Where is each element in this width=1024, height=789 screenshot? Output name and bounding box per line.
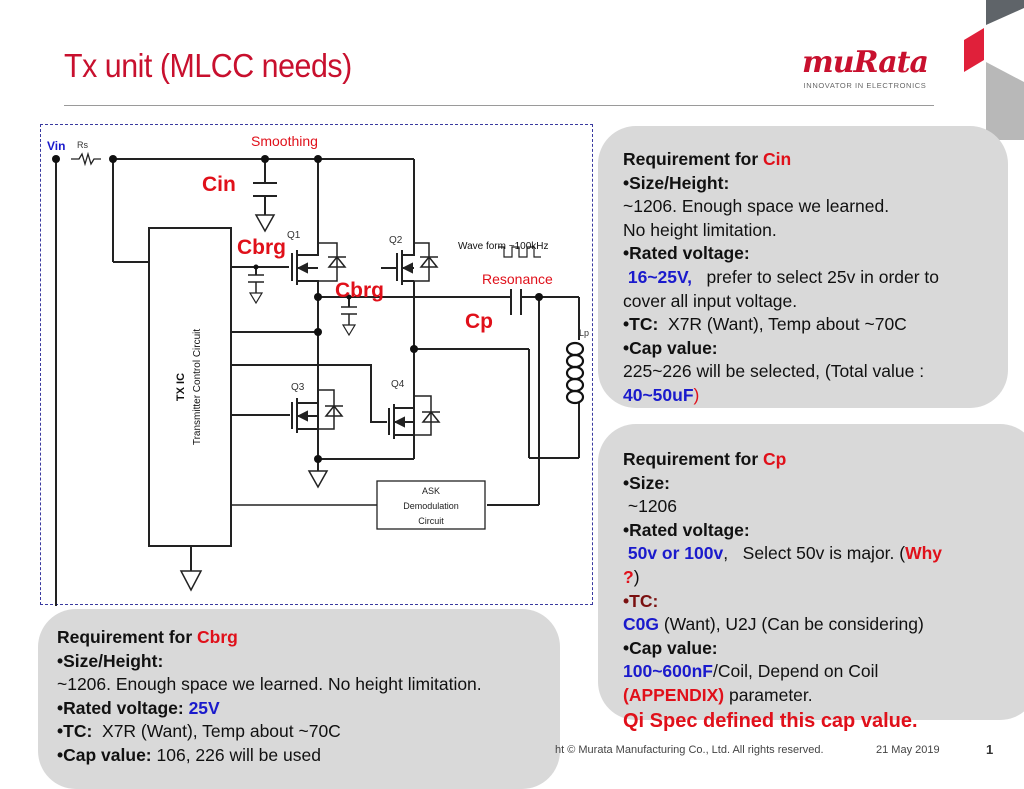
q3-label: Q3 [291,382,305,393]
cin-cap-total: 40~50uF) [623,384,700,405]
cin-voltage-label: •Rated voltage: [623,243,750,264]
cp-tc-line: C0G (Want), U2J (Can be considering) [623,614,924,635]
txic-title: TX IC [175,373,187,401]
cp-tc-label: •TC: [623,590,659,611]
cin-label: Cin [202,173,236,196]
txic-subtitle: Transmitter Control Circuit [192,329,203,446]
cin-cap-label: •Cap value: [623,337,718,358]
cp-heading: Requirement for Cp [623,449,787,469]
cbrg-heading: Requirement for Cbrg [57,627,238,647]
cbrg-size-value: ~1206. Enough space we learned. No heigh… [57,674,482,695]
cin-heading: Requirement for Cin [623,149,792,169]
txic-box [148,227,232,547]
cp-appendix-line: (APPENDIX) parameter. [623,684,813,705]
cp-callout [598,424,1024,720]
cbrg-callout [38,609,560,789]
rs-label: Rs [77,140,88,150]
cin-voltage-line: 16~25V, prefer to select 25v in order to [623,266,940,287]
cbrg-cap: •Cap value: 106, 226 will be used [57,744,321,765]
smoothing-label: Smoothing [251,133,318,149]
cp-cap-line: 100~600nF/Coil, Depend on Coil [623,661,879,682]
ask-line1: ASK [422,486,440,496]
cin-voltage-line2: cover all input voltage. [623,290,798,311]
lp-label: Lp [579,328,589,338]
resonance-label: Resonance [482,271,553,287]
footer-date: 21 May 2019 [876,744,940,756]
cp-cap-label: •Cap value: [623,637,718,658]
schematic: Vin Rs Smoothing Cin Cbrg Cbrg Q1 Q2 Q3 … [47,133,589,606]
cbrg-voltage-line: •Rated voltage: 25V [57,697,220,718]
q4-label: Q4 [391,379,405,390]
q2-label: Q2 [389,235,403,246]
waveform-icon [498,246,541,258]
ask-line3: Circuit [418,516,444,526]
waveform-label: Wave form ~100kHz [458,241,549,252]
page-number: 1 [986,742,994,757]
cin-cap-line1: 225~226 will be selected, (Total value : [623,361,925,382]
slide-title: Tx unit (MLCC needs) [64,47,352,84]
q1-label: Q1 [287,230,301,241]
circuit-diagram: Vin Rs Smoothing Cin Cbrg Cbrg Q1 Q2 Q3 … [40,124,593,606]
cp-label: Cp [465,310,493,333]
title-divider [64,105,934,106]
lp-coil [565,341,585,405]
cin-requirements: Requirement for Cin •Size/Height: ~1206.… [623,148,939,408]
cp-voltage-line: 50v or 100v, Select 50v is major. (Why [623,543,943,564]
cp-voltage-why: ?) [623,566,640,587]
cin-ground [254,214,276,233]
cin-tc: •TC: X7R (Want), Temp about ~70C [623,314,907,335]
cbrg-label-1: Cbrg [237,236,286,259]
vin-label: Vin [47,139,65,153]
cp-qi-note: Qi Spec defined this cap value. [623,709,918,732]
rs-resistor [71,151,101,167]
cin-size-label: •Size/Height: [623,172,730,193]
cbrg-label-2: Cbrg [335,279,384,302]
bridge-ground [307,470,329,489]
logo-wordmark: muRata [802,45,929,80]
cbrg-size-label: •Size/Height: [57,650,164,671]
cin-size-line2: No height limitation. [623,219,777,240]
cp-size-value: ~1206 [623,496,678,517]
ask-line2: Demodulation [403,501,459,511]
ic-ground [179,570,203,592]
corner-decoration [964,0,1024,140]
cp-requirements: Requirement for Cp •Size: ~1206 •Rated v… [623,448,942,734]
cbrg-requirements: Requirement for Cbrg •Size/Height: ~1206… [57,626,482,768]
footer-copyright: ht © Murata Manufacturing Co., Ltd. All … [555,744,824,756]
cin-size-line1: ~1206. Enough space we learned. [623,196,890,217]
cbrg-tc: •TC: X7R (Want), Temp about ~70C [57,721,341,742]
cin-callout [598,126,1008,408]
cp-voltage-label: •Rated voltage: [623,519,750,540]
murata-logo: muRata INNOVATOR IN ELECTRONICS [795,45,935,91]
logo-tagline: INNOVATOR IN ELECTRONICS [803,81,927,90]
cp-size-label: •Size: [623,472,670,493]
